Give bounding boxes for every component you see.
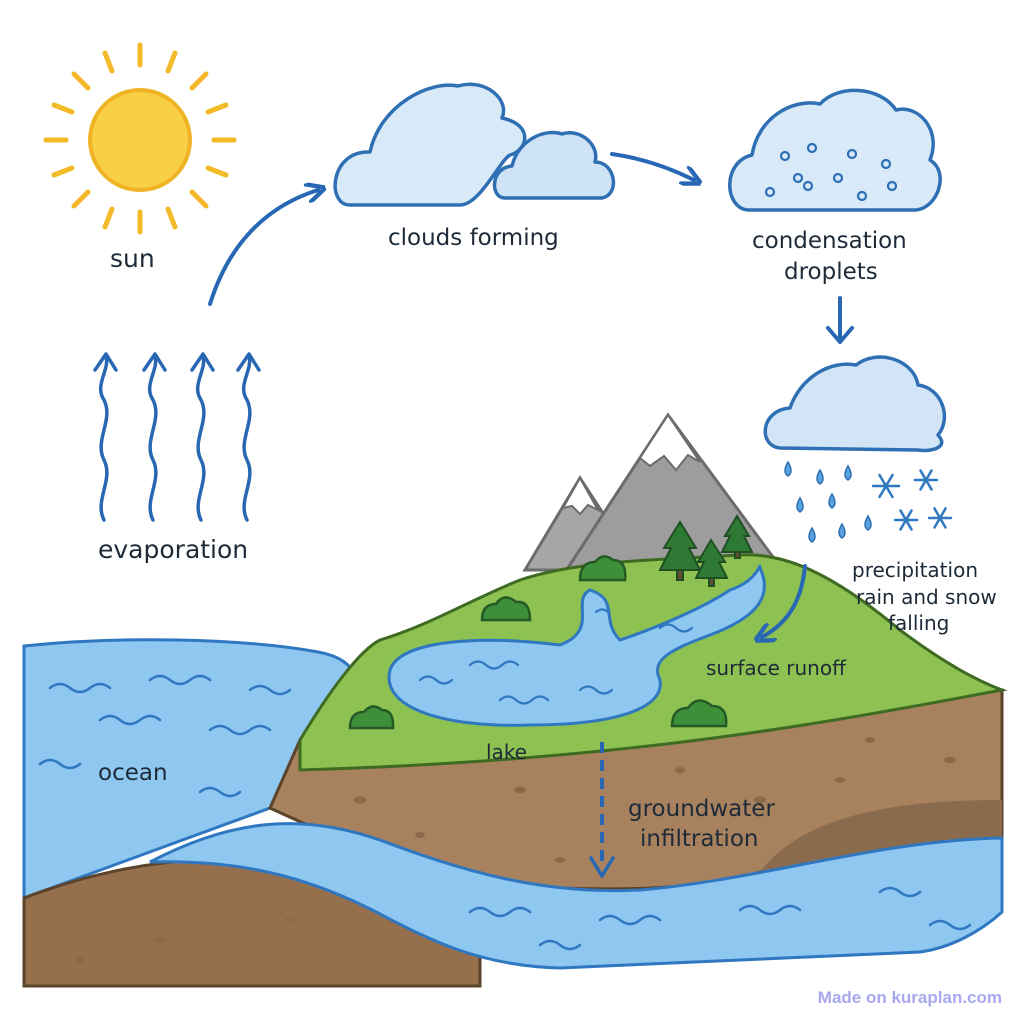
precipitation-label: precipitation — [852, 558, 978, 582]
snowflakes-icon — [871, 469, 953, 531]
groundwater-channel — [149, 822, 1004, 970]
rain-and-snow-label: rain and snow — [856, 585, 997, 609]
raindrops-icon — [784, 460, 872, 543]
watermark-text[interactable]: Made on kuraplan.com — [817, 988, 1002, 1007]
down-arrow — [826, 296, 854, 344]
evaporation-label: evaporation — [98, 535, 249, 564]
lake-label: lake — [486, 740, 527, 764]
ocean-label: ocean — [98, 760, 168, 786]
falling-label: falling — [888, 611, 950, 635]
cloud-drift-arrow — [610, 152, 694, 180]
sun-icon — [43, 42, 237, 235]
surface-runoff-arrow — [762, 564, 807, 637]
soil-specks — [75, 737, 956, 963]
clouds-forming-label: clouds forming — [388, 225, 559, 251]
surface-runoff-label: surface runoff — [706, 656, 846, 680]
condensation-cloud-icon — [728, 88, 942, 212]
evaporation-arrows — [93, 352, 261, 522]
cloud-forming-icon — [333, 82, 616, 207]
trees-icon — [658, 514, 754, 587]
lake-and-river — [387, 564, 766, 727]
bushes-icon — [348, 555, 728, 730]
precipitation-cloud-icon — [763, 355, 947, 453]
infiltration-arrow — [589, 742, 615, 878]
groundwater-label: groundwater — [628, 796, 775, 822]
condensation-label: condensation — [752, 228, 907, 254]
sun-label: sun — [110, 244, 155, 273]
infiltration-label: infiltration — [640, 826, 759, 852]
rising-vapor-arrow — [208, 190, 318, 306]
droplets-label: droplets — [784, 259, 878, 285]
